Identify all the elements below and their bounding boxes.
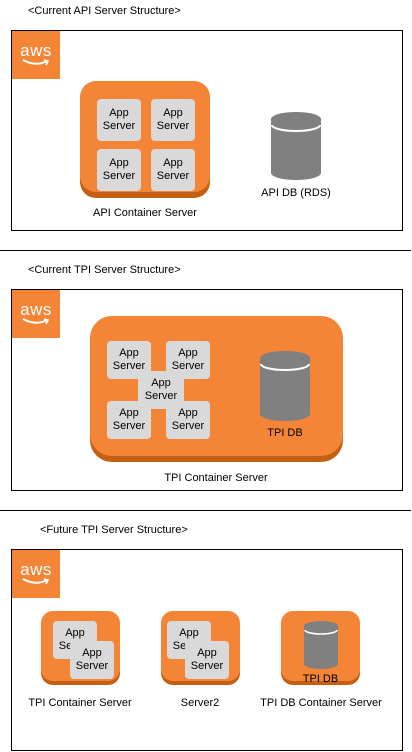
app-server: App Server: [185, 641, 229, 679]
database-icon: [260, 351, 310, 421]
db-label: API DB (RDS): [261, 187, 331, 199]
aws-smile-icon: [22, 58, 50, 65]
aws-logo: aws: [12, 290, 60, 338]
aws-smile-icon: [22, 577, 50, 584]
container-label: TPI DB Container Server: [260, 697, 382, 709]
app-server: App Server: [97, 149, 141, 191]
app-server: App Server: [151, 149, 195, 191]
section-title-api: <Current API Server Structure>: [28, 5, 181, 17]
aws-smile-icon: [22, 317, 50, 324]
section-title-future: <Future TPI Server Structure>: [40, 524, 188, 536]
aws-logo-text: aws: [20, 299, 52, 319]
app-server: App Server: [70, 641, 114, 679]
aws-logo-text: aws: [20, 40, 52, 60]
container-label: Server2: [180, 697, 220, 709]
section-divider: [0, 510, 411, 511]
aws-logo: aws: [12, 31, 60, 79]
aws-logo: aws: [12, 550, 60, 598]
app-server: App Server: [151, 99, 195, 141]
database-icon: [304, 621, 338, 669]
container-label: TPI Container Server: [164, 472, 268, 484]
container-label: TPI Container Server: [28, 697, 132, 709]
section-divider: [0, 250, 411, 251]
database-icon: [271, 112, 321, 180]
section-title-tpi: <Current TPI Server Structure>: [28, 264, 181, 276]
container-label: API Container Server: [93, 207, 197, 219]
app-server: App Server: [97, 99, 141, 141]
app-server: App Server: [166, 401, 210, 439]
app-server: App Server: [107, 401, 151, 439]
aws-logo-text: aws: [20, 559, 52, 579]
db-label: TPI DB: [302, 673, 339, 685]
db-label: TPI DB: [267, 427, 303, 439]
